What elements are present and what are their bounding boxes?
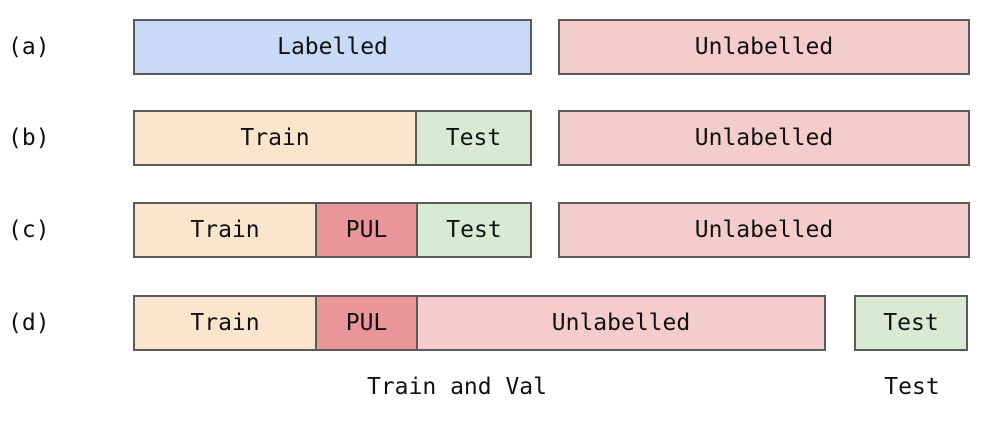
box-pul: PUL — [315, 295, 418, 351]
box-train: Train — [133, 202, 317, 258]
row-label-c: (c) — [8, 217, 50, 243]
caption-test: Test — [884, 374, 940, 400]
caption-train-and-val: Train and Val — [366, 374, 548, 400]
box-test: Test — [854, 295, 968, 351]
box-unlabelled: Unlabelled — [558, 110, 970, 166]
box-unlabelled: Unlabelled — [416, 295, 826, 351]
row-label-d: (d) — [8, 310, 50, 336]
row-label-a: (a) — [8, 34, 50, 60]
box-unlabelled: Unlabelled — [558, 202, 970, 258]
box-test: Test — [415, 110, 532, 166]
box-pul: PUL — [315, 202, 418, 258]
box-unlabelled: Unlabelled — [558, 19, 970, 75]
box-labelled: Labelled — [133, 19, 532, 75]
box-train: Train — [133, 295, 317, 351]
row-label-b: (b) — [8, 125, 50, 151]
box-test: Test — [416, 202, 532, 258]
box-train: Train — [133, 110, 417, 166]
